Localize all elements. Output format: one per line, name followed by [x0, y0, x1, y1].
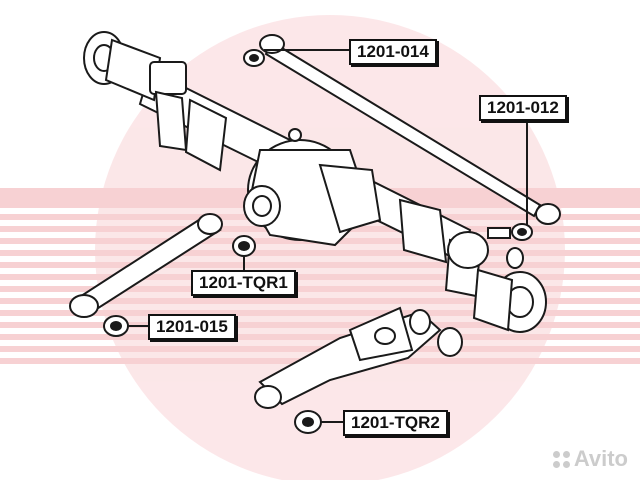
bushing-1201-012 [511, 223, 533, 241]
part-label-1201-014: 1201-014 [349, 39, 437, 65]
bushing-1201-tqr1 [232, 235, 256, 257]
lower-control-arm [254, 306, 463, 409]
avito-watermark: Avito [552, 446, 628, 472]
leader-lines [128, 49, 528, 423]
part-label-1201-tqr1: 1201-TQR1 [191, 270, 296, 296]
part-label-1201-015: 1201-015 [148, 314, 236, 340]
part-label-1201-012: 1201-012 [479, 95, 567, 121]
lateral-rod [259, 34, 561, 225]
axle-housing [83, 31, 547, 333]
part-label-1201-tqr2: 1201-TQR2 [343, 410, 448, 436]
bushing-1201-015 [103, 315, 129, 337]
trailing-arm [69, 213, 223, 318]
bushing-1201-tqr2 [294, 410, 322, 434]
bushing-1201-014 [243, 49, 265, 67]
watermark-text: Avito [573, 446, 628, 471]
avito-dots-icon [552, 450, 570, 468]
